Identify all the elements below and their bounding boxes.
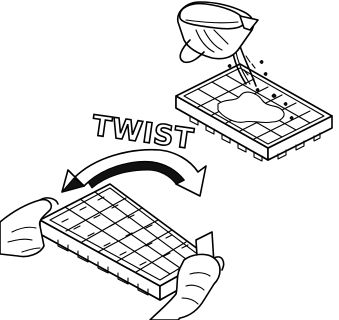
twisting-scene <box>0 184 224 320</box>
twist-arrow <box>74 150 206 196</box>
twist-indicator: TWIST <box>62 109 206 196</box>
pouring-scene <box>176 2 332 161</box>
ice-tray-filling <box>176 64 332 161</box>
twist-label: TWIST <box>90 109 196 156</box>
pitcher <box>178 2 258 62</box>
